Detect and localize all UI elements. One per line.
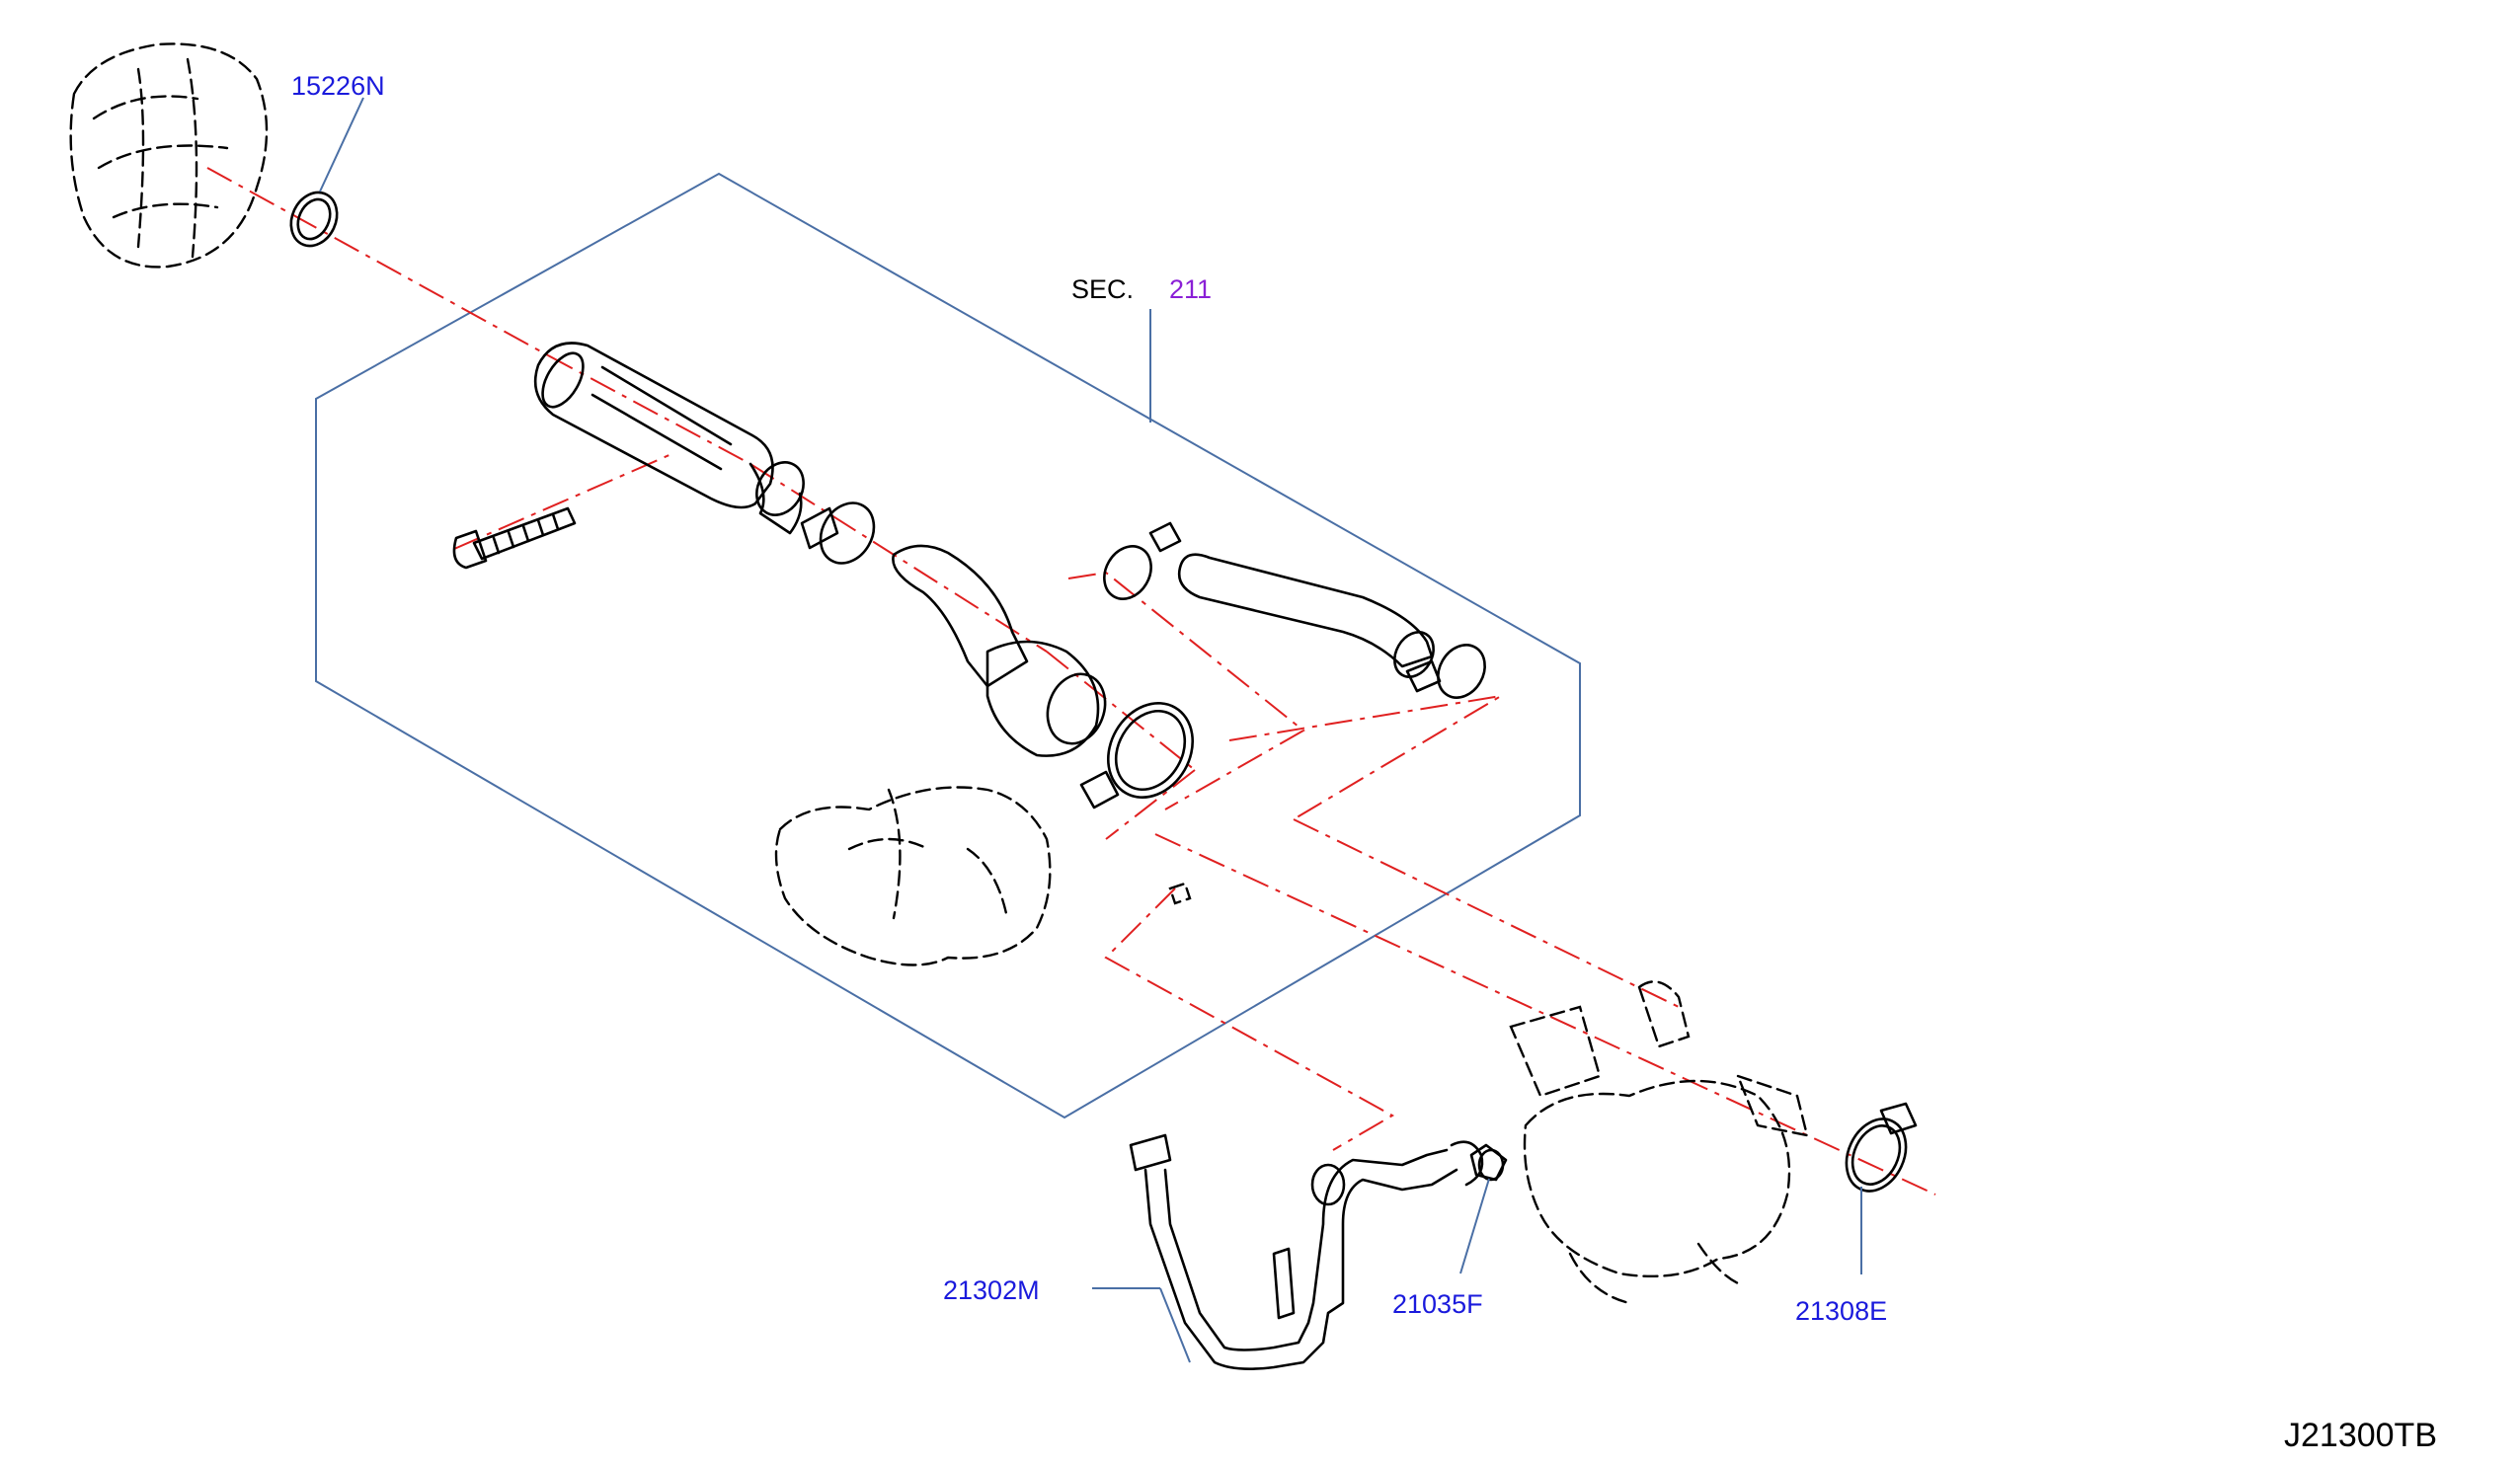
water-pipe-assembly — [533, 342, 805, 535]
callout-15226n: 15226N — [291, 71, 385, 101]
section-boundary — [315, 172, 1581, 1119]
water-outlet-housing — [1509, 980, 1809, 1305]
leader-lines — [319, 97, 1862, 1363]
rubber-hose-main — [892, 544, 1107, 757]
hose-clamp-21308e — [1845, 1102, 1918, 1193]
hose-clamp-21035f — [1469, 1143, 1508, 1182]
callout-21308e: 21308E — [1795, 1296, 1887, 1326]
center-lines — [206, 167, 1936, 1195]
rubber-hose-upper-right — [1103, 521, 1486, 699]
water-hose-21302m — [1129, 1133, 1484, 1370]
section-label: SEC. — [1071, 274, 1134, 304]
callout-21302m: 21302M — [943, 1275, 1040, 1305]
bolt — [452, 506, 577, 570]
thermostat-housing-ref — [774, 786, 1192, 966]
callout-21035f: 21035F — [1392, 1289, 1483, 1319]
diagram-id: J21300TB — [2284, 1417, 2437, 1454]
section-number[interactable]: 211 — [1169, 274, 1212, 304]
clamp-upper-left — [800, 501, 876, 565]
clamp-large-mid — [1079, 702, 1195, 810]
engine-block-ref — [69, 42, 269, 269]
gasket-ring — [289, 191, 339, 248]
